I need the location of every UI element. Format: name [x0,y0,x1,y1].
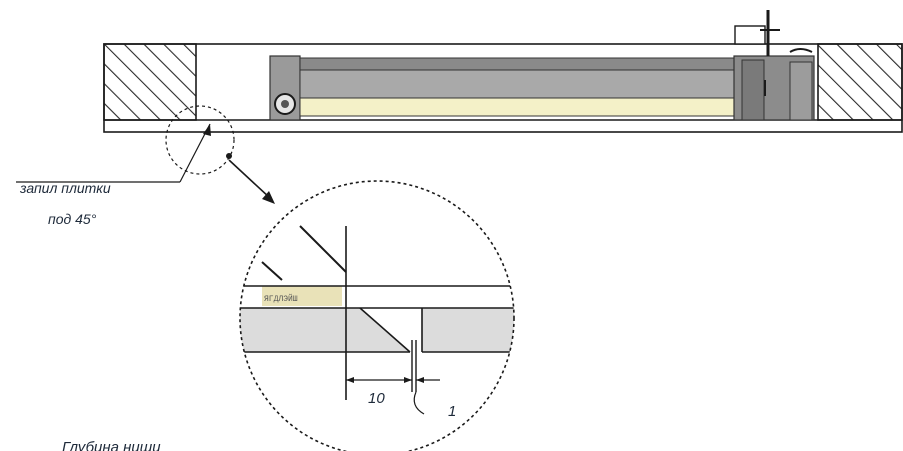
zoom-arrow [228,159,271,199]
projector-mechanism [269,10,815,121]
detail-zoom-circle [239,180,515,451]
detail-marker-circle [165,105,235,175]
section-view [16,10,903,204]
tile-cut-label-line1: запил плитки [19,180,111,196]
tile-layer-right [422,308,514,352]
adhesive-strip [262,286,342,306]
left-wall-hatch [103,43,197,121]
tile-layer [240,308,410,352]
right-wall-hatch [817,43,903,121]
dimension-1-label: 1 [448,403,456,420]
dimension-10-label: 10 [368,390,385,407]
detail-zoom: ЯГДЛЭЙШ 10 1 [239,180,515,451]
light-strip [299,97,735,117]
niche-depth-label: Глубина ниши [62,439,161,451]
tile-cut-label-line2: под 45° [48,211,97,227]
svg-text:ЯГДЛЭЙШ: ЯГДЛЭЙШ [264,294,298,304]
